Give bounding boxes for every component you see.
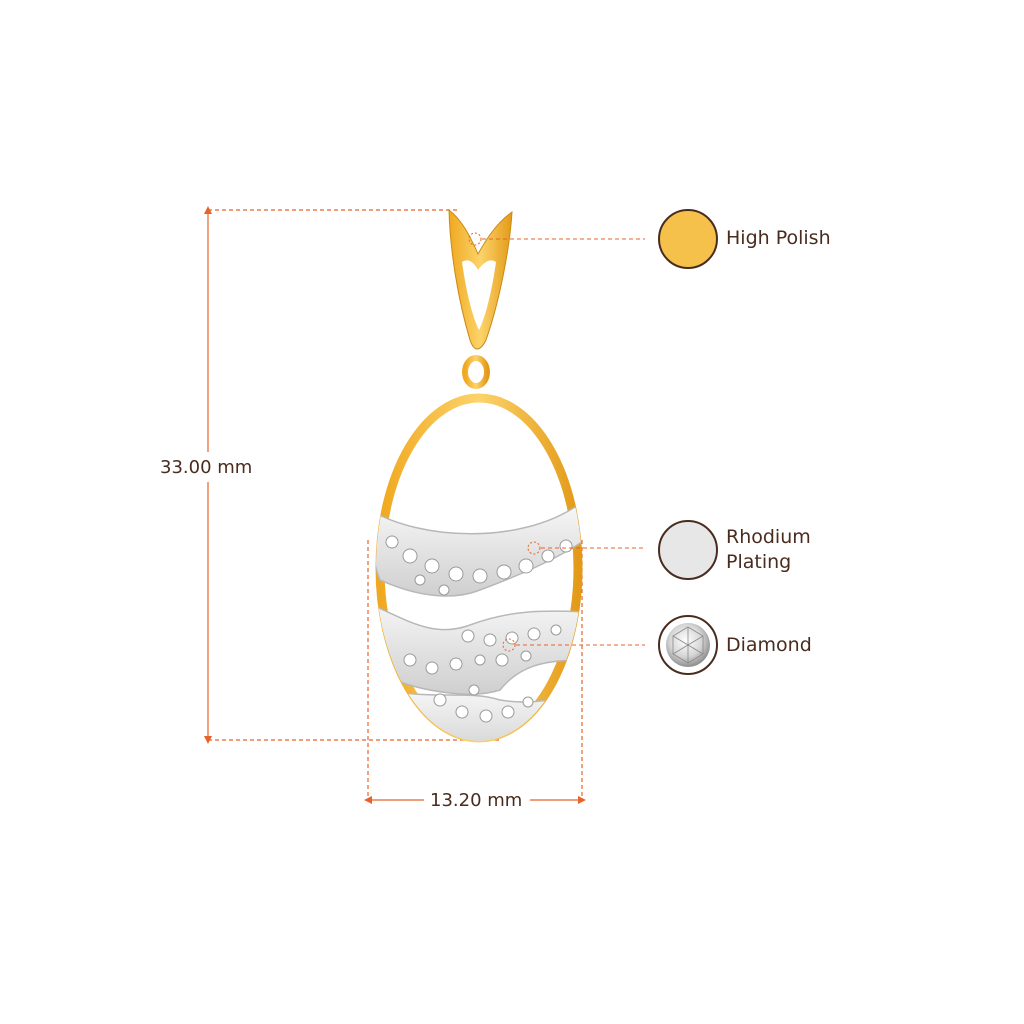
high-polish-label: High Polish — [726, 227, 831, 249]
high-polish-marker — [468, 232, 482, 246]
pendant-image — [375, 208, 583, 743]
diamond-marker — [502, 638, 516, 652]
rhodium-plating-label: Rhodium Plating — [726, 526, 811, 573]
width-arrow-left-icon — [364, 796, 372, 804]
rhodium-marker — [527, 541, 541, 555]
jump-ring — [462, 355, 490, 389]
width-dimension-label: 13.20 mm — [430, 790, 523, 811]
callouts — [468, 232, 645, 652]
diamond-pave — [385, 535, 573, 723]
height-arrow-top-icon — [204, 206, 212, 214]
diamond-swatch-icon — [658, 615, 718, 675]
rhodium-band-bottom — [376, 688, 582, 741]
high-polish-swatch-icon — [658, 209, 718, 269]
width-arrow-right-icon — [578, 796, 586, 804]
diamond-label: Diamond — [726, 634, 812, 656]
rhodium-swatch-icon — [658, 520, 718, 580]
height-dimension-label: 33.00 mm — [160, 457, 253, 478]
rhodium-band-top — [376, 503, 582, 597]
height-dimension — [204, 206, 500, 744]
height-arrow-bottom-icon — [204, 736, 212, 744]
bail-opening — [462, 260, 496, 330]
